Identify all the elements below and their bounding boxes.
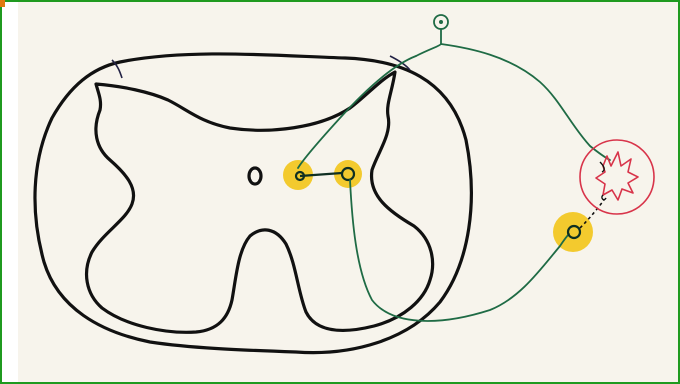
central-canal [249, 168, 261, 184]
target-organ [580, 140, 654, 214]
organ-fiber-terminal-lower [602, 195, 606, 200]
target-organ-inner [596, 152, 638, 200]
afferent-fiber-to-cord [298, 56, 416, 168]
receptor-stem [416, 29, 441, 56]
grey-matter-butterfly [87, 72, 433, 332]
receptor-ending-dot [439, 20, 443, 24]
